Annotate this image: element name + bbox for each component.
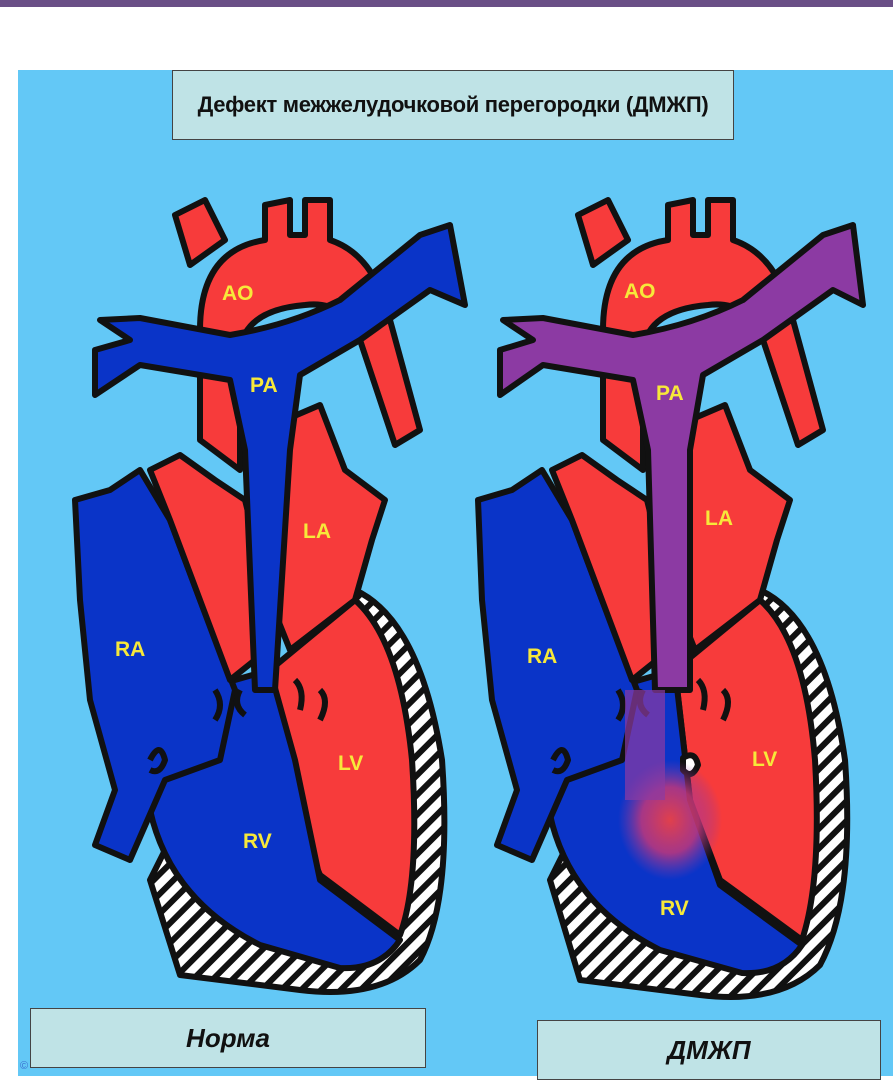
mixed-flow-column xyxy=(625,690,665,800)
label-ao-vsd: AO xyxy=(624,280,656,303)
caption-vsd: ДМЖП xyxy=(537,1020,881,1080)
copyright-mark: © xyxy=(20,1060,28,1072)
label-la-vsd: LA xyxy=(705,507,733,530)
heart-normal xyxy=(75,200,465,992)
label-ra-normal: RA xyxy=(115,638,145,661)
label-lv-vsd: LV xyxy=(752,748,777,771)
label-lv-normal: LV xyxy=(338,752,363,775)
aorta-branch-left xyxy=(175,200,225,265)
label-pa-vsd: PA xyxy=(656,382,684,405)
label-rv-vsd: RV xyxy=(660,897,689,920)
label-pa-normal: PA xyxy=(250,374,278,397)
label-ra-vsd: RA xyxy=(527,645,557,668)
label-ao-normal: AO xyxy=(222,282,254,305)
caption-normal: Норма xyxy=(30,1008,426,1068)
label-la-normal: LA xyxy=(303,520,331,543)
label-rv-normal: RV xyxy=(243,830,272,853)
aorta-branch-left xyxy=(578,200,628,265)
diagram-title: Дефект межжелудочковой перегородки (ДМЖП… xyxy=(172,70,734,140)
